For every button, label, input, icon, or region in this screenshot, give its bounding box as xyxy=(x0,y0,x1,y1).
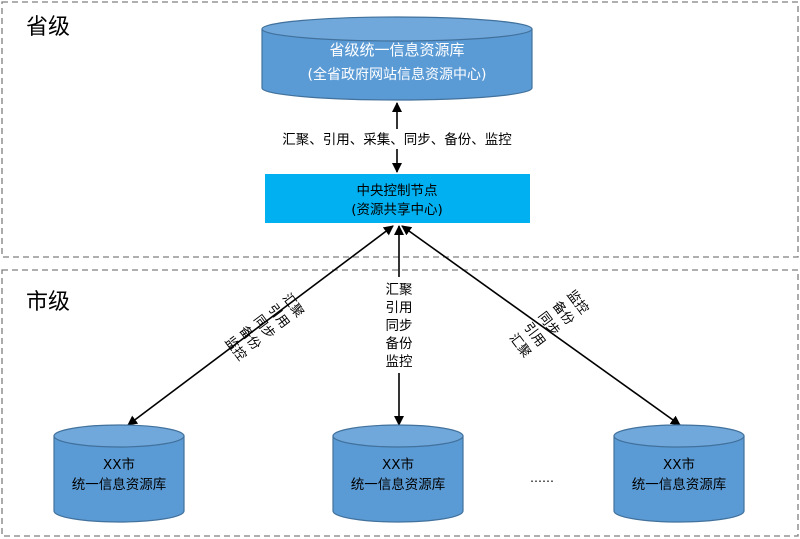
ellipsis: …… xyxy=(530,471,554,485)
province-db-subtitle: (全省政府网站信息资源中心) xyxy=(308,66,487,83)
central-control-node: 中央控制节点 (资源共享中心) xyxy=(265,174,530,223)
city-db-title: XX市 xyxy=(103,456,135,473)
center-link-word: 同步 xyxy=(386,318,413,334)
center-link-word: 备份 xyxy=(386,335,413,352)
city-link-center-label: 汇聚 引用 同步 备份 监控 xyxy=(380,277,420,373)
city-zone-label: 市级 xyxy=(26,290,70,315)
province-zone-label: 省级 xyxy=(26,15,70,40)
city-database-1: XX市 统一信息资源库 xyxy=(53,424,185,523)
city-db-title: XX市 xyxy=(382,456,414,473)
central-node-title: 中央控制节点 xyxy=(357,183,438,199)
city-db-subtitle: 统一信息资源库 xyxy=(351,476,446,493)
city-database-2: XX市 统一信息资源库 xyxy=(332,424,464,523)
city-db-subtitle: 统一信息资源库 xyxy=(632,476,727,493)
province-database: 省级统一信息资源库 (全省政府网站信息资源中心) xyxy=(261,16,533,101)
center-link-word: 汇聚 xyxy=(386,282,413,298)
province-link-label: 汇聚、引用、采集、同步、备份、监控 xyxy=(282,131,512,148)
center-link-word: 引用 xyxy=(386,300,413,316)
city-link-left-label: 汇聚 引用 同步 备份 监控 xyxy=(221,291,306,364)
central-node-subtitle: (资源共享中心) xyxy=(351,201,443,218)
city-db-title: XX市 xyxy=(663,456,695,473)
city-link-right-label: 汇聚 引用 同步 备份 监控 xyxy=(506,288,591,361)
city-link-right-arrow xyxy=(401,225,681,426)
city-database-3: XX市 统一信息资源库 xyxy=(613,424,745,523)
center-link-word: 监控 xyxy=(386,354,413,370)
city-zone-frame xyxy=(1,269,799,537)
city-db-subtitle: 统一信息资源库 xyxy=(72,476,167,493)
city-link-left-arrow xyxy=(127,225,394,426)
province-db-title: 省级统一信息资源库 xyxy=(329,41,464,59)
province-link-label-bg xyxy=(258,129,526,149)
province-zone-frame xyxy=(1,1,799,258)
